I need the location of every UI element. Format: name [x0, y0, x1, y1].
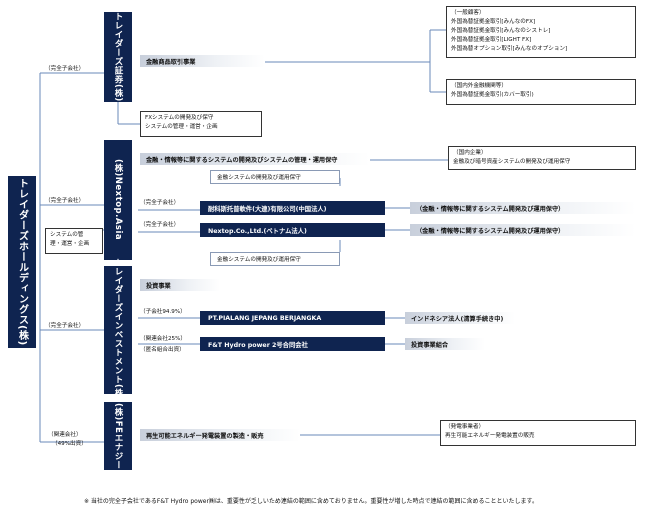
domestic-companies-title: （国内企業） [453, 150, 487, 156]
nextop-sub1-name: 耐科斯托普軟件(大連)有限公司(中国法人) [200, 201, 385, 215]
customers-item-1: 外国為替証拠金取引[みんなのFX] [451, 19, 536, 25]
investment-sub1-relation: （子会社94.9%） [140, 309, 186, 315]
financial-institutions-item-1: 外国為替証拠金取引(カバー取引) [451, 92, 534, 98]
footnote: ※ 当社の完全子会社であるF&T Hydro power㈱は、重要性が乏しいため… [84, 498, 538, 505]
customers-item-2: 外国為替証拠金取引[みんなのシストレ] [451, 28, 551, 34]
power-producer-box: （発電事業者） 再生可能エネルギー発電装置の販売 [440, 420, 636, 446]
nextop-sub2-name: Nextop.Co.,Ltd.(ベトナム法人) [200, 223, 385, 237]
energy-business: 再生可能エネルギー発電装置の製造・販売 [140, 429, 300, 441]
nextop-company-name: (株)Nextop.Asia [113, 159, 123, 241]
nextop-lower-maintenance: 金融システムの開発及び運用保守 [210, 252, 340, 266]
holding-system-line-1: システムの管 [50, 232, 84, 238]
customers-box: （一般顧客） 外国為替証拠金取引[みんなのFX] 外国為替証拠金取引[みんなのシ… [446, 6, 636, 58]
investment-sub1-desc: インドネシア法人(清算手続き中) [405, 312, 515, 324]
investment-company-box: トレイダーズインベストメント(株) [104, 258, 132, 402]
customers-item-4: 外国為替オプション取引[みんなのオプション] [451, 46, 568, 52]
domestic-companies-item-1: 金融及び暗号資産システムの開発及び運用保守 [453, 159, 571, 165]
investment-sub2-relation-1: （関連会社25%） [140, 336, 186, 342]
nextop-sub1-desc: （金融・情報等に関するシステム開発及び運用保守） [410, 202, 636, 214]
nextop-sub2-desc: （金融・情報等に関するシステム開発及び運用保守） [410, 224, 636, 236]
nextop-business: 金融・情報等に関するシステムの開発及びシステムの管理・運用保守 [140, 153, 370, 165]
energy-company-name: (株)FEエナジー [113, 402, 123, 470]
energy-relation-label-1: （関連会社） [48, 432, 82, 438]
securities-company-name: トレイダーズ証券(株) [113, 12, 123, 102]
customers-box-title: （一般顧客） [451, 10, 485, 16]
power-producer-title: （発電事業者） [445, 424, 485, 430]
domestic-companies-box: （国内企業） 金融及び暗号資産システムの開発及び運用保守 [448, 146, 636, 170]
holding-company-box: トレイダーズホールディングス(株) [8, 176, 36, 348]
financial-institutions-title: （国内外金融機関等） [451, 83, 507, 89]
nextop-sub2-relation: （完全子会社） [140, 222, 180, 228]
customers-item-3: 外国為替証拠金取引[LIGHT FX] [451, 37, 532, 43]
investment-sub1-name: PT.PIALANG JEPANG BERJANGKA [200, 311, 385, 325]
power-producer-item-1: 再生可能エネルギー発電装置の販売 [445, 433, 535, 439]
investment-company-name: トレイダーズインベストメント(株) [113, 258, 123, 402]
energy-company-box: (株)FEエナジー [104, 402, 132, 470]
investment-business: 投資事業 [140, 279, 220, 291]
securities-relation-label: （完全子会社） [45, 66, 85, 72]
investment-sub2-name: F&T Hydro power 2号合同会社 [200, 337, 385, 351]
fx-system-line-2: システムの管理・運営・企画 [145, 124, 218, 130]
fx-system-line-1: FXシステムの開発及び保守 [145, 115, 214, 121]
securities-business: 金融商品取引事業 [140, 55, 265, 67]
nextop-sub1-relation: （完全子会社） [140, 200, 180, 206]
holding-system-box: システムの管 理・運営・企画 [45, 228, 103, 254]
investment-relation-label: （完全子会社） [45, 323, 85, 329]
investment-sub2-desc: 投資事業組合 [405, 338, 485, 350]
investment-sub2-relation-2: （匿名組合出資） [140, 347, 185, 353]
holding-system-line-2: 理・運営・企画 [50, 241, 90, 247]
holding-company-name: トレイダーズホールディングス(株) [16, 178, 28, 346]
nextop-company-box: (株)Nextop.Asia [104, 140, 132, 260]
nextop-relation-label: （完全子会社） [45, 198, 85, 204]
financial-institutions-box: （国内外金融機関等） 外国為替証拠金取引(カバー取引) [446, 79, 636, 105]
securities-company-box: トレイダーズ証券(株) [104, 12, 132, 102]
nextop-upper-maintenance: 金融システムの開発及び運用保守 [210, 170, 340, 184]
fx-system-box: FXシステムの開発及び保守 システムの管理・運営・企画 [140, 111, 262, 137]
energy-relation-label-2: （49%出資） [52, 441, 87, 447]
